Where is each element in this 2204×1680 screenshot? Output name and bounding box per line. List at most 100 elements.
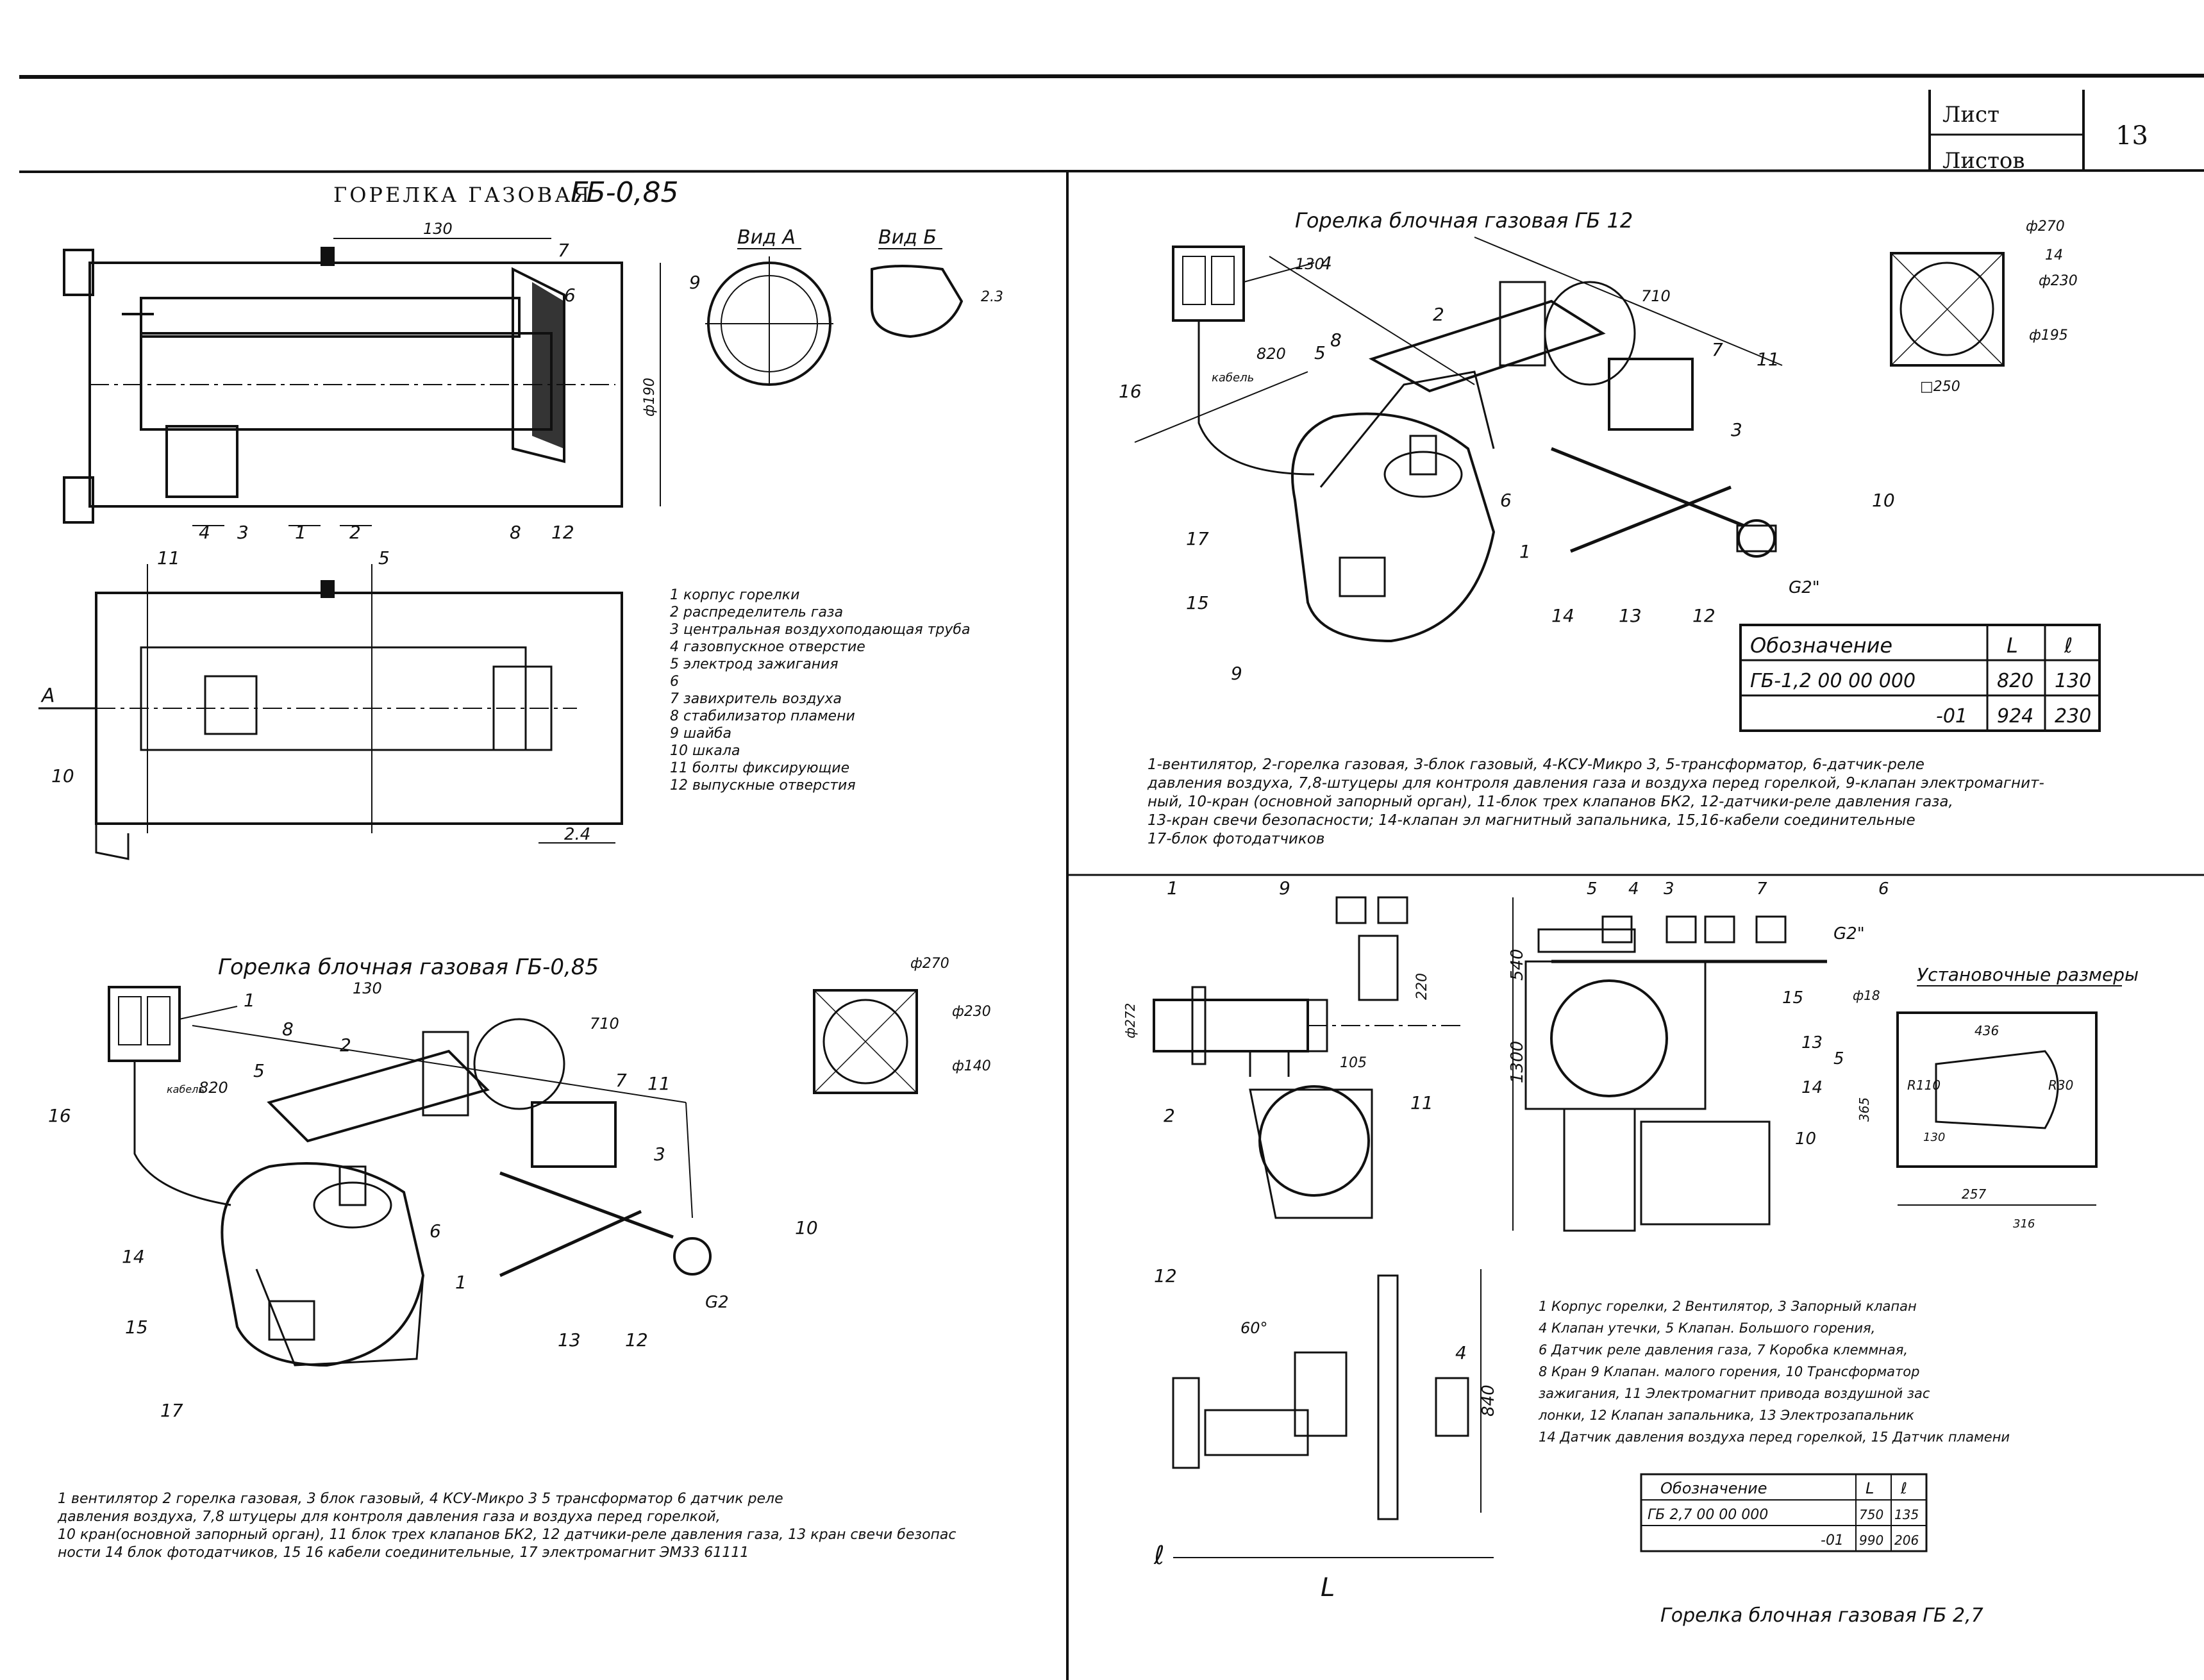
svg-text:8: 8 — [282, 1019, 294, 1040]
svg-text:10: 10 — [1795, 1129, 1816, 1149]
svg-text:8: 8 — [1330, 329, 1342, 351]
svg-text:130: 130 — [353, 979, 382, 997]
view-a-label: Вид А — [737, 226, 796, 249]
dim-dia190: ф190 — [642, 378, 658, 417]
table-row: -01 — [1936, 705, 1967, 728]
install-title: Установочные размеры — [1917, 964, 2139, 985]
svg-text:6: 6 — [1878, 879, 1889, 899]
svg-text:15: 15 — [1782, 988, 1803, 1008]
svg-text:ф195: ф195 — [2029, 328, 2068, 344]
svg-text:3 центральная воздухоподающая: 3 центральная воздухоподающая труба — [670, 622, 970, 638]
svg-text:135: 135 — [1894, 1507, 1919, 1522]
svg-text:10 шкала: 10 шкала — [670, 743, 740, 759]
gb12-legend: 1-вентилятор, 2-горелка газовая, 3-блок … — [1147, 756, 2044, 847]
gb085-block-title: Горелка блочная газовая ГБ-0,85 — [218, 954, 599, 980]
svg-text:5: 5 — [1314, 342, 1326, 363]
svg-text:3: 3 — [237, 522, 249, 543]
svg-text:7: 7 — [615, 1070, 627, 1091]
drawing-frame — [19, 74, 2204, 1680]
svg-text:G2: G2 — [705, 1293, 729, 1312]
svg-text:R110: R110 — [1907, 1077, 1941, 1093]
svg-text:10: 10 — [795, 1217, 818, 1238]
svg-text:ф270: ф270 — [2026, 219, 2065, 235]
svg-text:9 шайба: 9 шайба — [670, 726, 731, 742]
gb085-section-view: ГОРЕЛКА ГАЗОВАЯ ГБ-0,85 130 ф190 4 3 1 2… — [63, 176, 679, 543]
svg-text:ℓ: ℓ — [1153, 1541, 1165, 1570]
svg-text:540: 540 — [1508, 949, 1527, 981]
label-a: А — [40, 685, 55, 707]
svg-text:кабель: кабель — [167, 1083, 205, 1095]
svg-text:G2": G2" — [1833, 924, 1865, 944]
sheet-label: Лист — [1942, 102, 1999, 128]
svg-text:6 Датчик реле давления газа, 7: 6 Датчик реле давления газа, 7 Коробка к… — [1539, 1342, 1908, 1358]
svg-text:2: 2 — [1164, 1105, 1175, 1126]
svg-text:9: 9 — [1279, 877, 1290, 899]
svg-text:820: 820 — [199, 1079, 228, 1097]
svg-text:11: 11 — [157, 547, 180, 569]
svg-text:ф270: ф270 — [910, 956, 949, 972]
gb27-install-dims: Установочные размеры ф18 436 R110 R30 36… — [1853, 964, 2139, 1231]
svg-text:924: 924 — [1997, 705, 2033, 728]
svg-text:5 электрод зажигания: 5 электрод зажигания — [670, 656, 839, 672]
dim-2-4: 2.4 — [564, 825, 590, 844]
gb27-side-view: ф272 220 105 1 9 2 11 — [1123, 877, 1462, 1219]
svg-text:11: 11 — [1410, 1092, 1433, 1113]
svg-text:давления воздуха, 7,8 штуцеры: давления воздуха, 7,8 штуцеры для контро… — [57, 1509, 721, 1525]
svg-text:3: 3 — [1664, 879, 1674, 899]
svg-text:G2": G2" — [1789, 578, 1820, 597]
view-b-label: Вид Б — [878, 226, 937, 249]
svg-text:1-вентилятор, 2-горелка газова: 1-вентилятор, 2-горелка газовая, 3-блок … — [1148, 756, 1924, 773]
svg-text:710: 710 — [590, 1015, 619, 1033]
svg-text:L: L — [1321, 1573, 1335, 1602]
svg-text:12 выпускные отверстия: 12 выпускные отверстия — [670, 778, 856, 794]
table-row: ГБ 2,7 00 00 000 — [1648, 1507, 1768, 1523]
svg-text:8: 8 — [510, 522, 521, 543]
gb085-title-right: ГБ-0,85 — [571, 176, 679, 209]
gb12-isometric: Горелка блочная газовая ГБ 12 4 130 820 … — [1119, 208, 1895, 684]
svg-text:14: 14 — [122, 1246, 145, 1267]
gb27-title: Горелка блочная газовая ГБ 2,7 — [1660, 1604, 1983, 1627]
svg-text:14: 14 — [1551, 605, 1574, 626]
svg-text:13: 13 — [558, 1329, 581, 1351]
svg-text:4: 4 — [199, 522, 210, 543]
svg-text:1 вентилятор 2 горелка газовая: 1 вентилятор 2 горелка газовая, 3 блок г… — [58, 1491, 783, 1507]
svg-text:давления воздуха, 7,8-штуцеры: давления воздуха, 7,8-штуцеры для контро… — [1147, 775, 2044, 792]
svg-text:10: 10 — [1872, 490, 1895, 511]
sheets-label: Листов — [1942, 148, 2025, 174]
svg-text:17: 17 — [1186, 528, 1209, 549]
svg-text:12: 12 — [625, 1329, 648, 1351]
svg-text:5: 5 — [378, 547, 390, 569]
svg-text:ности 14 блок фотодатчиков, 15: ности 14 блок фотодатчиков, 15 16 кабели… — [58, 1545, 749, 1561]
svg-text:12: 12 — [1154, 1265, 1177, 1286]
svg-text:316: 316 — [2013, 1217, 2035, 1231]
svg-text:8 стабилизатор пламени: 8 стабилизатор пламени — [670, 708, 855, 724]
svg-text:10: 10 — [51, 765, 74, 786]
sheet-number: 13 — [2116, 121, 2148, 151]
svg-text:436: 436 — [1974, 1023, 1999, 1038]
svg-text:10 кран(основной запорный орга: 10 кран(основной запорный орган), 11 бло… — [58, 1527, 956, 1543]
svg-text:365: 365 — [1857, 1097, 1872, 1122]
svg-text:1: 1 — [1519, 541, 1531, 562]
svg-text:6: 6 — [564, 285, 576, 306]
svg-text:220: 220 — [1414, 973, 1430, 1000]
gb085-legend: 1 корпус горелки 2 распределитель газа 3… — [670, 587, 970, 794]
svg-text:6: 6 — [430, 1220, 441, 1242]
gb12-th-designation: Обозначение — [1750, 633, 1892, 658]
svg-text:1 корпус горелки: 1 корпус горелки — [670, 587, 799, 603]
svg-text:206: 206 — [1894, 1533, 1919, 1548]
svg-text:105: 105 — [1340, 1055, 1367, 1071]
gb085-block-flange-view: ф270 ф230 ф140 — [813, 956, 991, 1094]
svg-text:14 Датчик давления воздуха пер: 14 Датчик давления воздуха перед горелко… — [1539, 1429, 2010, 1445]
svg-text:лонки, 12 Клапан запальника, 1: лонки, 12 Клапан запальника, 13 Электроз… — [1538, 1408, 1914, 1423]
svg-text:ф140: ф140 — [952, 1058, 991, 1074]
view-b-dim: 2.3 — [981, 289, 1003, 305]
svg-text:257: 257 — [1962, 1186, 1986, 1202]
gb085-title-left: ГОРЕЛКА ГАЗОВАЯ — [333, 183, 592, 207]
svg-text:11 болты фиксирующие: 11 болты фиксирующие — [670, 760, 849, 776]
svg-text:кабель: кабель — [1212, 371, 1254, 385]
gb12-th-l: ℓ — [2064, 633, 2073, 658]
svg-text:4: 4 — [1628, 879, 1639, 899]
dim-130: 130 — [423, 220, 453, 238]
svg-text:17: 17 — [160, 1400, 183, 1421]
svg-text:□250: □250 — [1920, 379, 1960, 395]
